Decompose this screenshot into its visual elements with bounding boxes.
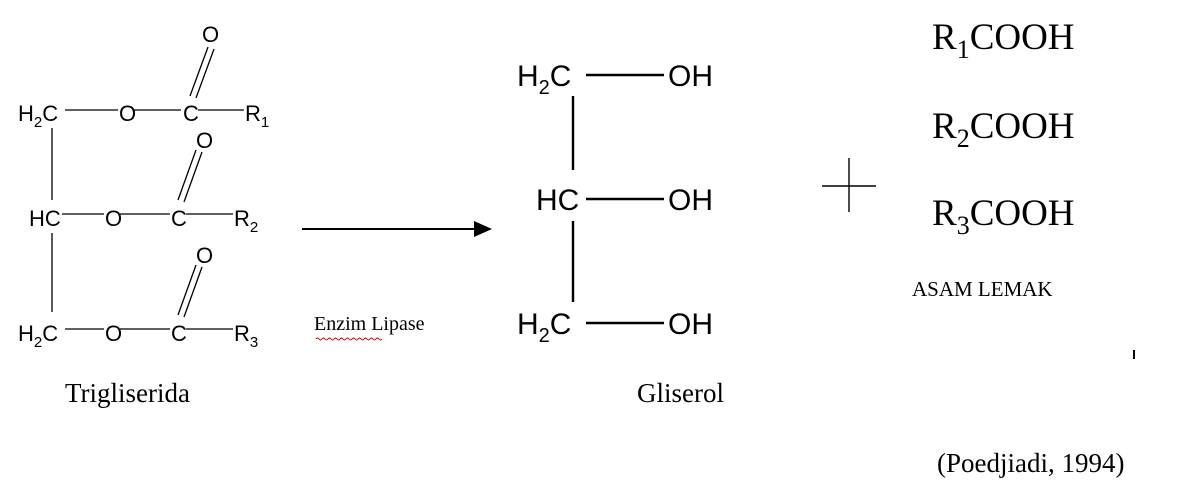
carbonyl-carbon-2: C: [171, 206, 187, 231]
carbonyl-oxygen-3: O: [196, 243, 213, 268]
reaction-arrow-group: Enzim Lipase: [302, 221, 492, 341]
carbonyl-carbon-3: C: [171, 321, 187, 346]
carbonyl-double-bond-1a: [189, 46, 209, 97]
carbonyl-double-bond-2a: [177, 149, 197, 201]
fatty-acid-1: R1COOH: [932, 17, 1075, 64]
citation: (Poedjiadi, 1994): [937, 448, 1124, 478]
carbonyl-double-bond-2b: [183, 151, 203, 203]
product-name-glycerol: Gliserol: [637, 378, 724, 408]
ester-oxygen-1: O: [119, 101, 136, 126]
carbonyl-oxygen-2: O: [196, 128, 213, 153]
triglyceride-structure: H2C O C R1 O HC O C R2 O H2C: [18, 22, 269, 408]
reactant-name: Trigliserida: [65, 378, 190, 408]
carbonyl-double-bond-1b: [195, 48, 215, 99]
carbonyl-oxygen-1: O: [202, 22, 219, 47]
triglyceride-row-1: H2C O C R1 O: [18, 22, 269, 131]
triglyceride-row-3: H2C O C R3 O: [18, 243, 258, 351]
glycerol-structure: H2C OH HC OH H2C OH Gliserol: [517, 60, 724, 408]
carbonyl-double-bond-3a: [177, 264, 197, 316]
r-group-2: R2: [234, 206, 258, 236]
fatty-acid-label: ASAM LEMAK: [912, 277, 1053, 301]
ch-carbon-2: HC: [29, 206, 61, 231]
ester-oxygen-3: O: [105, 321, 122, 346]
r-group-1: R1: [245, 101, 269, 131]
glycerol-oh-top: OH: [668, 60, 713, 93]
carbonyl-carbon-1: C: [183, 101, 199, 126]
reaction-arrow-head-icon: [474, 221, 492, 237]
spellcheck-underline: [315, 337, 383, 341]
stray-mark: [1133, 350, 1135, 359]
glycerol-ch2-top: H2C: [517, 60, 571, 99]
enzyme-label: Enzim Lipase: [314, 313, 425, 335]
fatty-acid-3: R3COOH: [932, 193, 1075, 240]
ch2-carbon-3: H2C: [18, 321, 58, 351]
ester-oxygen-2: O: [105, 206, 122, 231]
fatty-acids: R1COOH R2COOH R3COOH ASAM LEMAK: [912, 17, 1135, 359]
carbonyl-double-bond-3b: [183, 266, 203, 318]
glycerol-oh-middle: OH: [668, 184, 713, 217]
glycerol-ch-middle: HC: [536, 184, 579, 217]
fatty-acid-2: R2COOH: [932, 106, 1075, 153]
r-group-3: R3: [234, 321, 258, 351]
triglyceride-row-2: HC O C R2 O: [29, 128, 258, 236]
glycerol-ch2-bottom: H2C: [517, 308, 571, 347]
plus-sign-icon: [822, 158, 876, 212]
ch2-carbon-1: H2C: [18, 101, 58, 131]
glycerol-oh-bottom: OH: [668, 308, 713, 341]
